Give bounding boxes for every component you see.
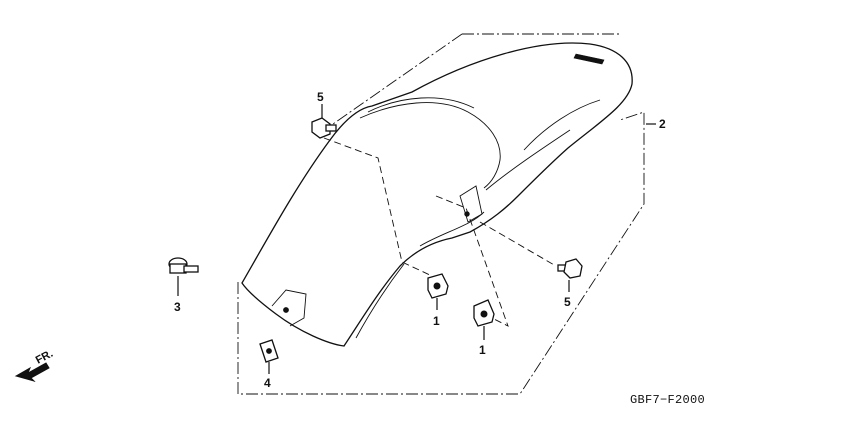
alignment-line-mid <box>435 195 509 327</box>
callout-clip-right: 1 <box>479 343 486 357</box>
rear-fender[interactable] <box>241 42 633 347</box>
alignment-line-top <box>323 137 433 277</box>
direction-label: FR. <box>34 348 55 367</box>
alignment-line-right <box>479 221 557 267</box>
callout-screw-top: 5 <box>317 90 324 104</box>
fender-logo-decal <box>573 53 605 65</box>
callout-screw-right: 5 <box>564 295 571 309</box>
callout-bolt-left: 3 <box>174 300 181 314</box>
clip-right[interactable] <box>473 299 495 327</box>
screw-top[interactable] <box>311 117 337 139</box>
callout-nut-plate: 4 <box>264 376 271 390</box>
diagram-code: GBF7−F2000 <box>630 393 705 407</box>
assembly-frame <box>237 33 645 395</box>
clip-left[interactable] <box>427 273 449 299</box>
callout-clip-left: 1 <box>433 314 440 328</box>
nut-plate[interactable] <box>259 339 279 363</box>
screw-right[interactable] <box>557 258 583 279</box>
bolt-left[interactable] <box>168 257 199 274</box>
front-direction-indicator: FR. <box>14 348 55 382</box>
arrow-down-left-icon <box>14 362 50 382</box>
callout-rear-fender: 2 <box>659 117 666 131</box>
